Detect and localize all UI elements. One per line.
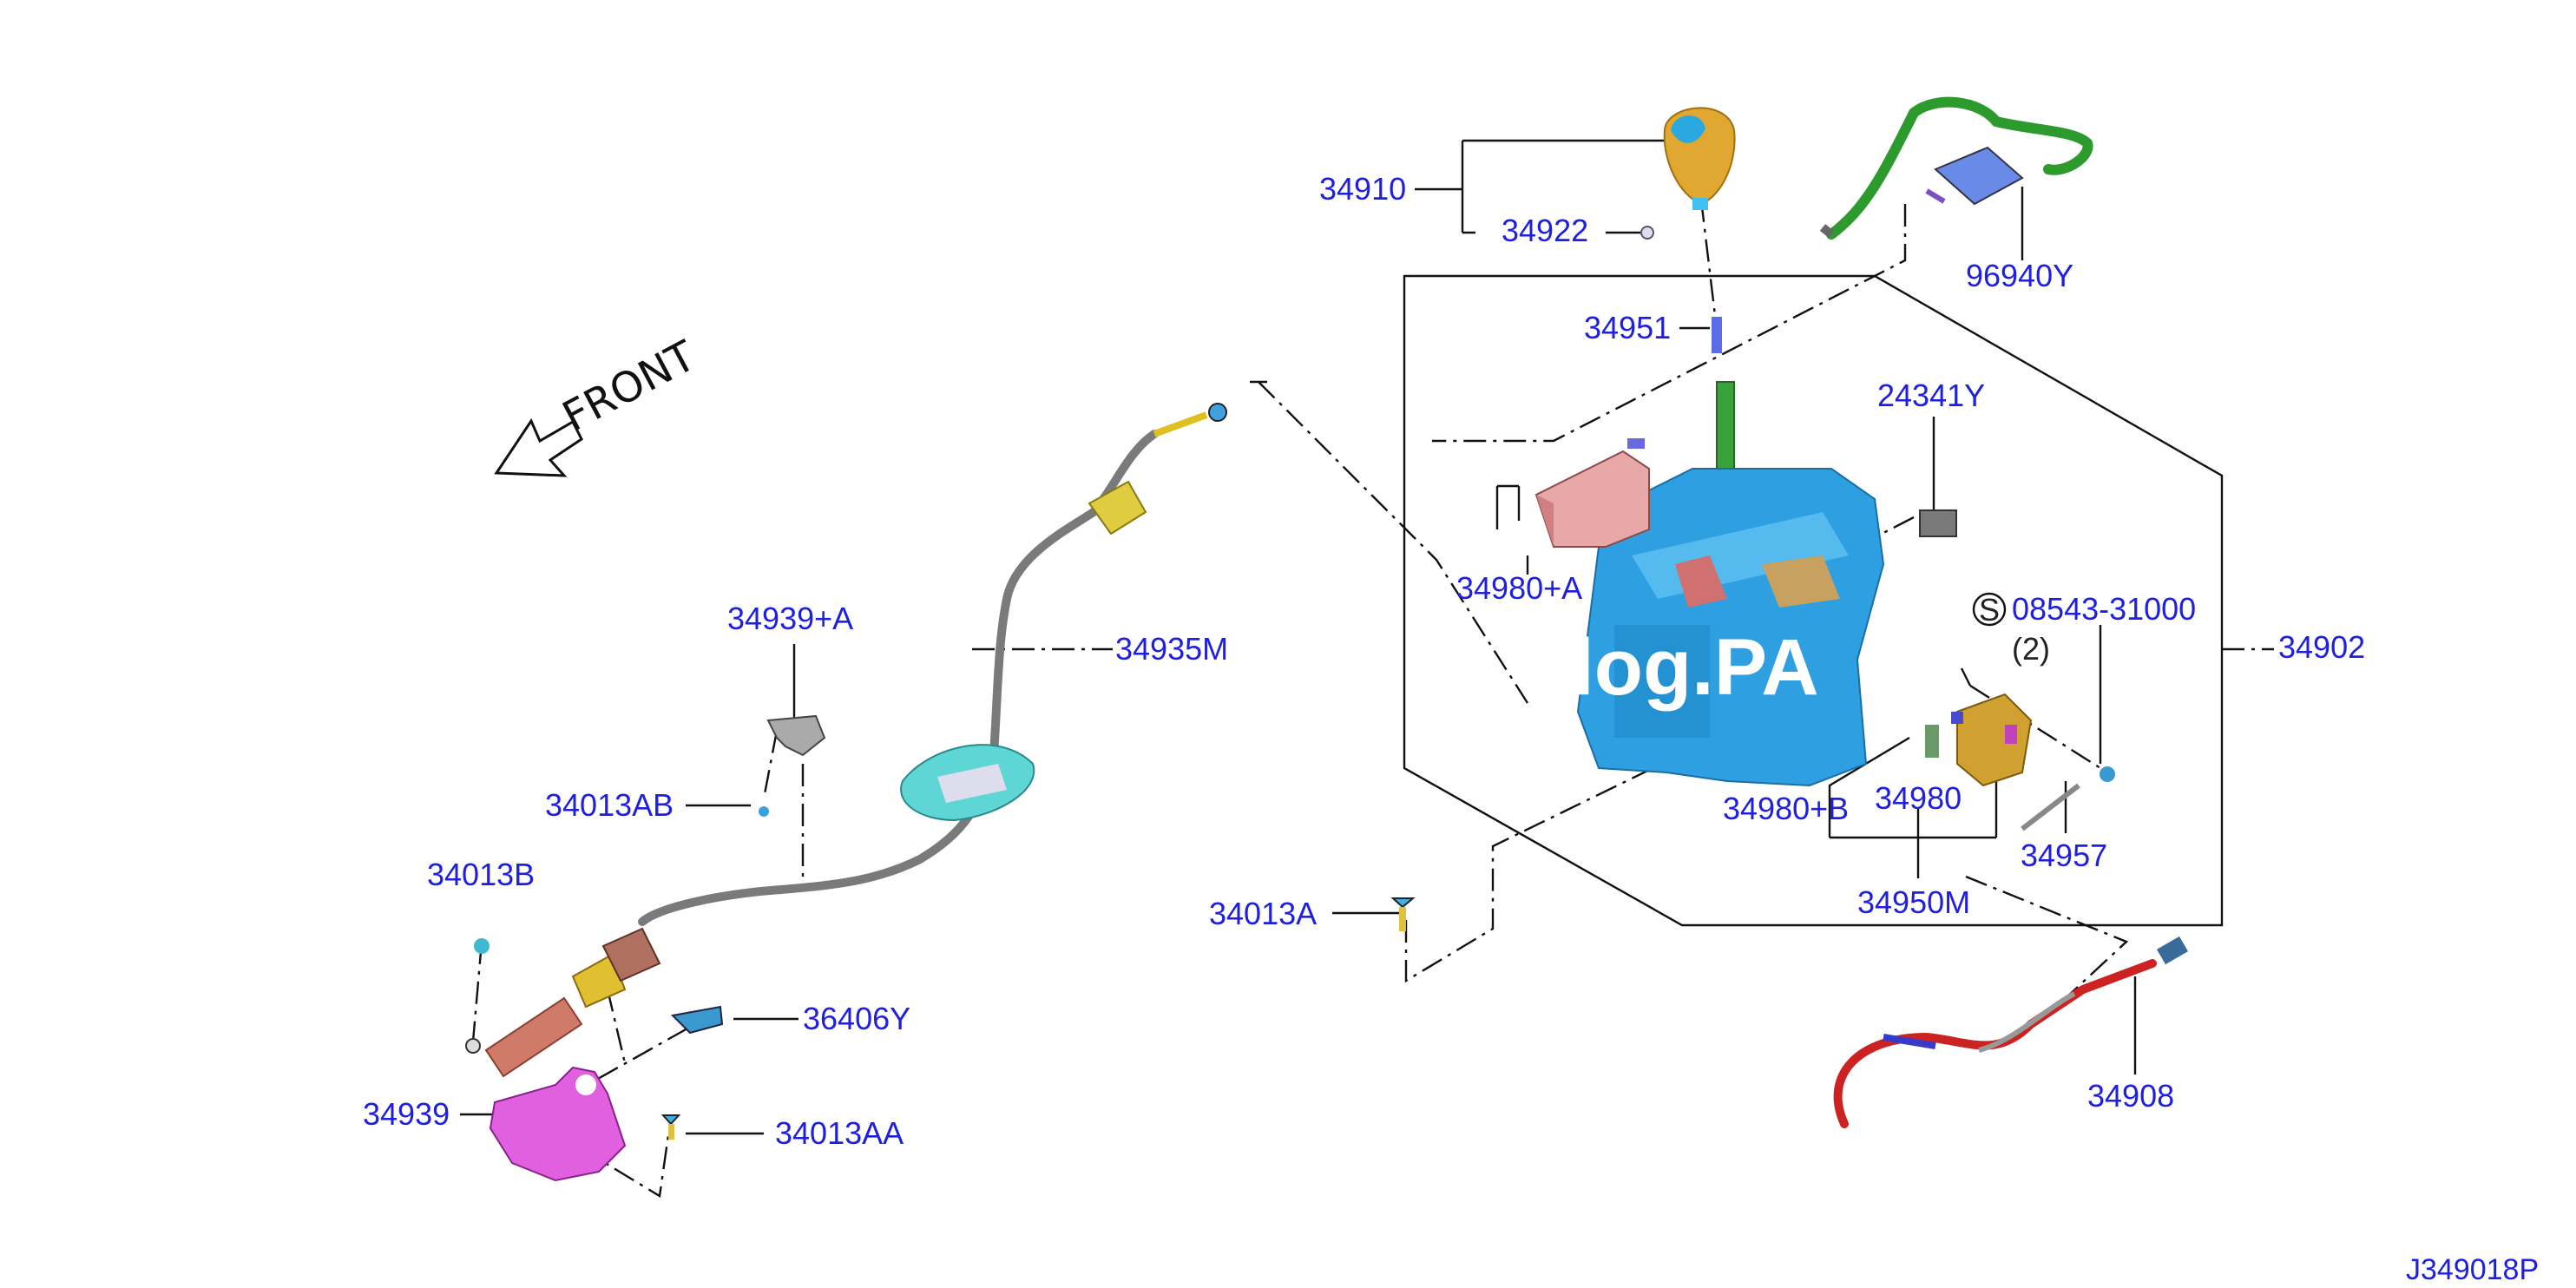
- leader-lines: [460, 139, 2274, 1198]
- label-34013b: 34013B: [427, 857, 535, 892]
- label-34908: 34908: [2087, 1078, 2174, 1114]
- interlock-cable[interactable]: [2021, 783, 2080, 831]
- label-34980b: 34980+B: [1723, 791, 1849, 826]
- label-36406y: 36406Y: [803, 1001, 910, 1036]
- label-34957: 34957: [2021, 838, 2107, 873]
- label-34902: 34902: [2278, 629, 2365, 665]
- label-08543-31000: 08543-31000: [2012, 591, 2196, 627]
- label-34939: 34939: [363, 1096, 450, 1132]
- label-34013aa: 34013AA: [775, 1115, 904, 1151]
- bolt-34013aa[interactable]: [660, 1114, 681, 1140]
- circled-s-icon: S: [1972, 592, 2007, 628]
- label-34935m: 34935M: [1115, 631, 1228, 667]
- bracket-34939a[interactable]: [766, 714, 826, 757]
- clip-36406y[interactable]: [670, 1005, 724, 1035]
- clip-34013a[interactable]: [1390, 897, 1416, 931]
- label-34910: 34910: [1319, 171, 1406, 207]
- quantity-note: (2): [2012, 631, 2050, 667]
- label-34939a: 34939+A: [727, 601, 853, 636]
- shift-knob[interactable]: [1640, 107, 1736, 240]
- control-module-harness[interactable]: [1819, 96, 2093, 240]
- label-34980a: 34980+A: [1456, 570, 1582, 606]
- position-indicator[interactable]: [1534, 438, 1650, 548]
- bracket-34939[interactable]: [489, 1066, 627, 1182]
- nut-34013b-icon: [474, 938, 490, 954]
- label-34980: 34980: [1875, 780, 1962, 816]
- label-24341y: 24341Y: [1877, 378, 1985, 413]
- control-cable-34935m[interactable]: [638, 403, 1227, 926]
- bolt-34013ab-icon: [759, 806, 769, 817]
- label-34950m: 34950M: [1857, 884, 1970, 920]
- label-34013ab: 34013AB: [545, 787, 674, 823]
- front-indicator: FRONT: [555, 332, 704, 442]
- shift-sensor[interactable]: [1919, 509, 1957, 537]
- label-96940y: 96940Y: [1966, 258, 2073, 293]
- shift-lock-solenoid[interactable]: [1925, 693, 2033, 787]
- shift-control-cable[interactable]: [1833, 936, 2188, 1128]
- label-34951: 34951: [1584, 310, 1671, 345]
- reference-code: J349018P: [2406, 1253, 2539, 1286]
- front-arrow-icon: [494, 417, 583, 477]
- svg-text:S: S: [1979, 592, 2000, 628]
- clip-icon: [1960, 667, 1972, 687]
- label-34013a: 34013A: [1209, 896, 1317, 931]
- cable-end-assembly[interactable]: [465, 927, 661, 1078]
- watermark: blog.PA: [1523, 623, 1819, 712]
- shifter-base-assembly[interactable]: [1576, 468, 1885, 787]
- bolt-icon: [2100, 766, 2115, 782]
- label-34922: 34922: [1502, 213, 1588, 248]
